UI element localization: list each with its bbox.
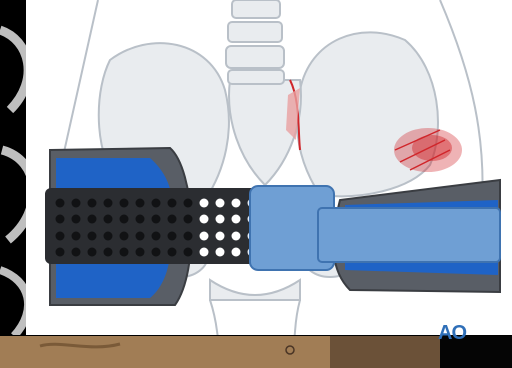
strap-hole bbox=[120, 248, 129, 257]
strap-hole bbox=[184, 248, 193, 257]
bottom-photo-strip bbox=[0, 335, 512, 368]
strap-hole bbox=[120, 232, 129, 241]
strap-hole bbox=[104, 199, 113, 208]
strap-hole bbox=[232, 248, 241, 257]
strap-hole bbox=[168, 199, 177, 208]
strap-hole bbox=[168, 215, 177, 224]
strap-hole bbox=[136, 215, 145, 224]
strap-hole bbox=[184, 199, 193, 208]
blue-strap bbox=[318, 208, 500, 262]
strap-hole bbox=[88, 199, 97, 208]
spine bbox=[226, 0, 284, 84]
strap-hole bbox=[184, 215, 193, 224]
strap-hole bbox=[72, 232, 81, 241]
strap-hole bbox=[232, 199, 241, 208]
strap-hole bbox=[152, 215, 161, 224]
ao-logo: AO bbox=[438, 322, 466, 345]
strap-hole bbox=[216, 232, 225, 241]
strap-hole bbox=[56, 215, 65, 224]
strap-hole bbox=[88, 248, 97, 257]
strap-hole bbox=[152, 232, 161, 241]
strap-hole bbox=[88, 215, 97, 224]
strap-hole bbox=[184, 232, 193, 241]
strap-hole bbox=[72, 215, 81, 224]
strap-hole bbox=[216, 248, 225, 257]
strap-hole bbox=[136, 248, 145, 257]
strap-hole bbox=[168, 232, 177, 241]
strap-hole bbox=[56, 199, 65, 208]
strap-hole bbox=[200, 248, 209, 257]
fracture-right bbox=[394, 128, 462, 172]
strap-hole bbox=[120, 215, 129, 224]
strap-hole bbox=[56, 232, 65, 241]
strap-hole bbox=[168, 248, 177, 257]
strap-hole bbox=[88, 232, 97, 241]
strap-hole bbox=[104, 215, 113, 224]
strap-hole bbox=[56, 248, 65, 257]
strap-hole bbox=[72, 248, 81, 257]
strap-hole bbox=[200, 215, 209, 224]
strap-hole bbox=[120, 199, 129, 208]
strap-hole bbox=[152, 199, 161, 208]
strap-hole bbox=[104, 232, 113, 241]
right-ilium bbox=[297, 32, 438, 196]
strap-hole bbox=[152, 248, 161, 257]
strap-hole bbox=[136, 232, 145, 241]
strap-hole bbox=[200, 199, 209, 208]
strap-hole bbox=[216, 199, 225, 208]
strap-hole bbox=[200, 232, 209, 241]
strap-hole bbox=[232, 232, 241, 241]
strap-hole bbox=[72, 199, 81, 208]
strap-hole bbox=[136, 199, 145, 208]
strap-hole bbox=[216, 215, 225, 224]
strap-hole bbox=[232, 215, 241, 224]
strap-hole bbox=[104, 248, 113, 257]
